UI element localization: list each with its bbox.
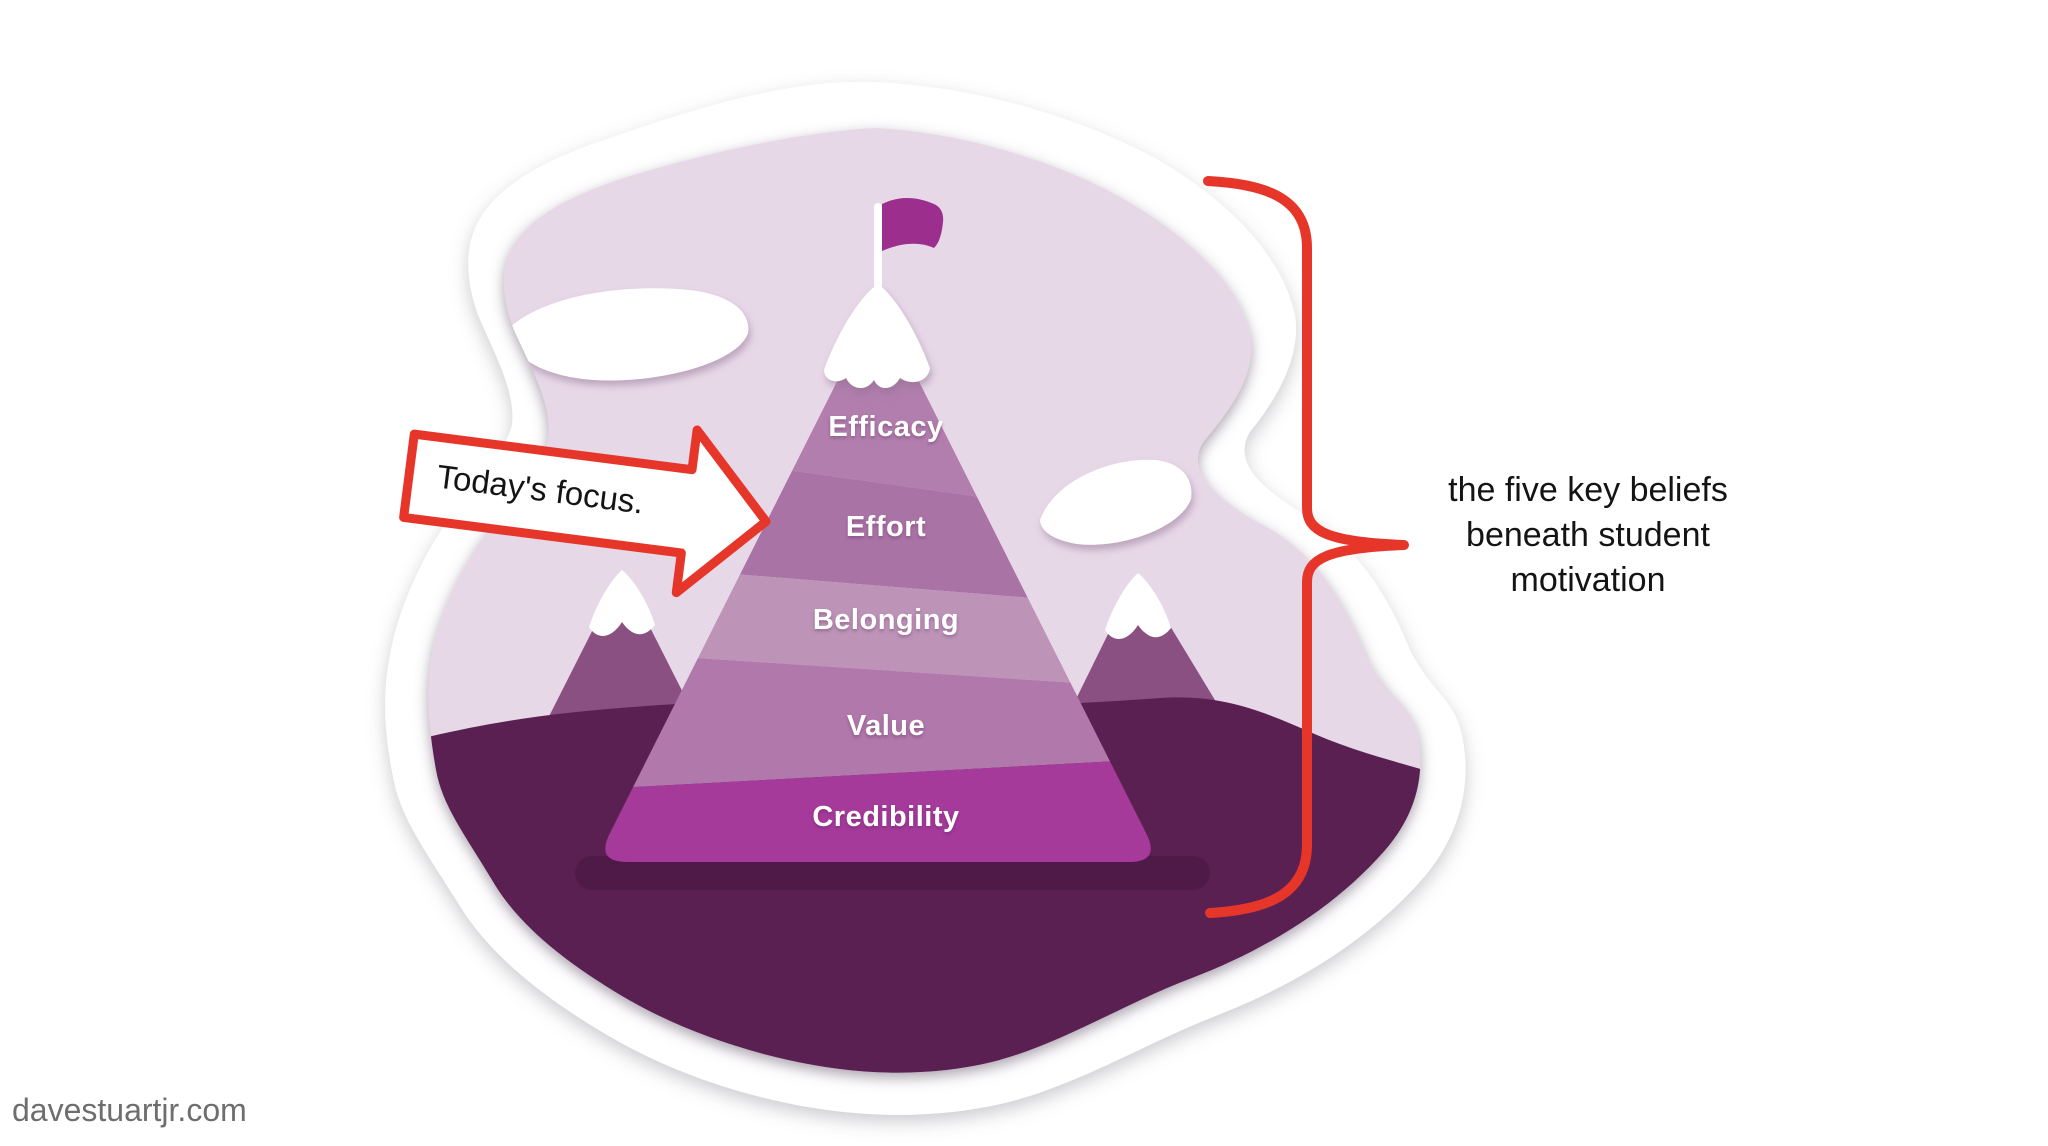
- cloud-left: [505, 288, 749, 381]
- summit-flag-icon: [882, 197, 944, 251]
- summit-snowcap-icon: [824, 284, 930, 389]
- pyramid-label-effort: Effort: [845, 511, 927, 543]
- band-credibility: [605, 755, 1151, 862]
- site-credit: davestuartjr.com: [12, 1092, 247, 1128]
- pyramid-label-value: Value: [846, 710, 926, 742]
- brace-bracket: [1203, 176, 1409, 918]
- pyramid-label-belonging: Belonging: [812, 604, 960, 636]
- brace-caption-line2: beneath student: [1466, 516, 1710, 554]
- brace-caption-line3: motivation: [1510, 561, 1666, 599]
- annotation-arrow: Today's focus.: [392, 388, 783, 610]
- pyramid-shadow: [575, 856, 1210, 890]
- far-mountain-left-snowcap-icon: [589, 570, 655, 636]
- brace-caption-line1: the five key beliefs: [1448, 471, 1728, 509]
- brace-caption: the five key beliefs beneath student mot…: [1398, 468, 1778, 603]
- pyramid-label-credibility: Credibility: [812, 801, 960, 833]
- pyramid-label-efficacy: Efficacy: [828, 411, 944, 443]
- cloud-right: [1040, 459, 1192, 545]
- band-value: [605, 649, 1151, 791]
- far-mountain-right-snowcap-icon: [1105, 573, 1171, 639]
- arrow-right-icon: [399, 425, 771, 598]
